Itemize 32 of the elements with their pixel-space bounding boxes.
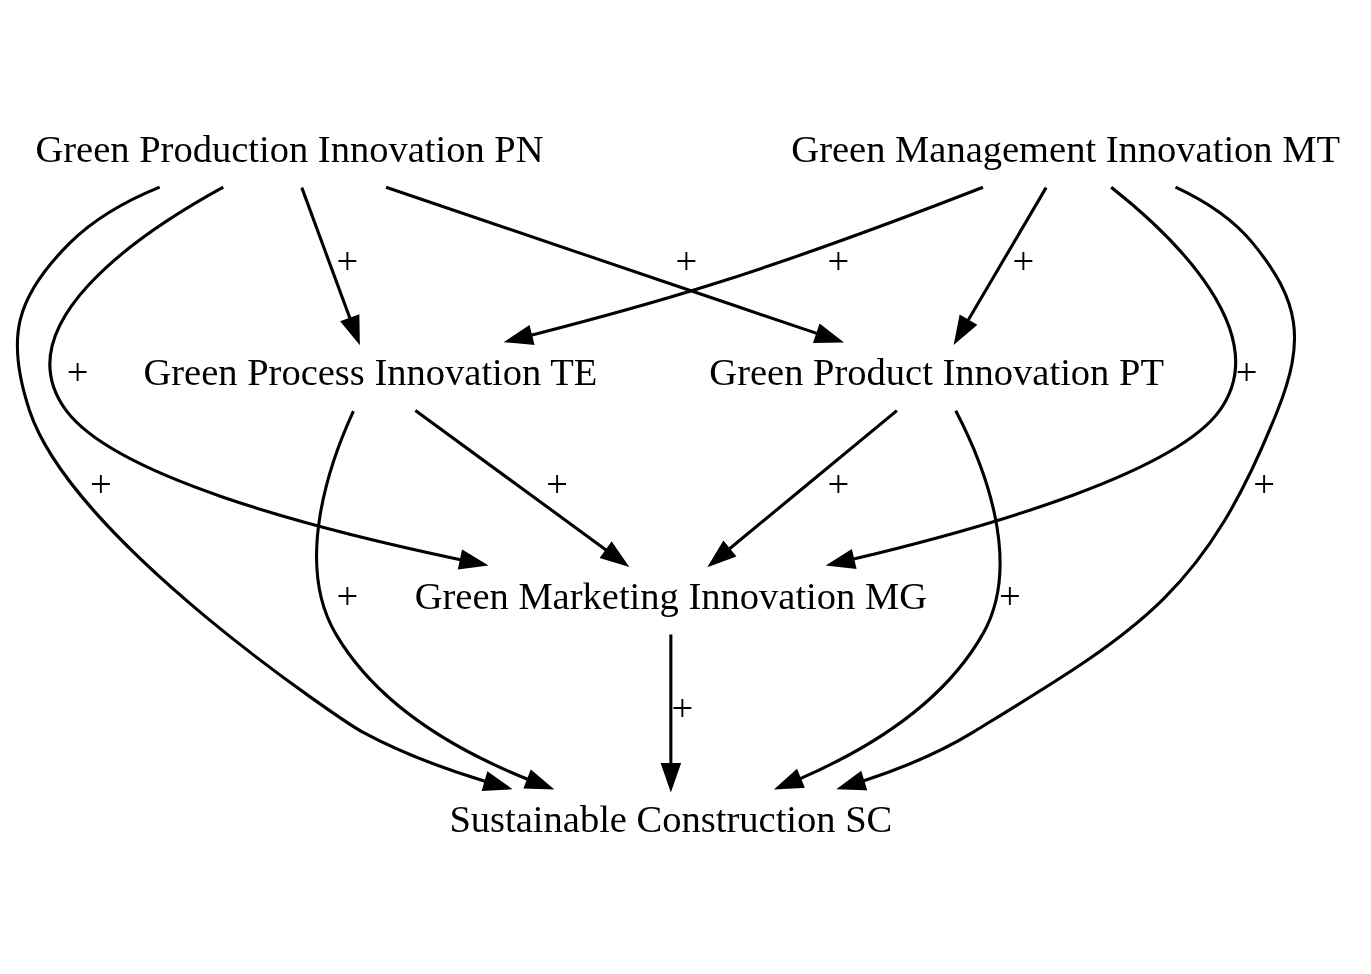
arrow: [836, 185, 1296, 790]
edge-label: +: [1253, 462, 1275, 505]
edge-label: +: [1235, 350, 1258, 393]
edge-label: +: [675, 239, 698, 282]
node-text: Sustainable Construction SC: [449, 797, 893, 840]
edge-label: +: [998, 574, 1021, 617]
arrow: [707, 408, 898, 567]
edge-label: +: [66, 350, 89, 393]
node-text: Green Product Innovation PT: [709, 350, 1164, 393]
edge-label: +: [827, 462, 850, 505]
edge-label: +: [1012, 239, 1035, 282]
edge-label: +: [336, 574, 359, 617]
node-text: Green Marketing Innovation MG: [414, 574, 928, 617]
edge-label: +: [89, 462, 112, 505]
edge-label: +: [827, 239, 850, 282]
arrow: [15, 185, 513, 791]
arrow: [773, 409, 1002, 790]
node-text: Green Process Innovation TE: [143, 350, 598, 393]
edge-label: +: [336, 239, 359, 282]
edge-label: +: [546, 462, 569, 505]
node-text: Green Production Innovation PN: [35, 127, 544, 170]
arrow: [414, 408, 630, 567]
arrow: [660, 633, 682, 792]
arrow: [48, 185, 489, 570]
edge-label: +: [671, 686, 694, 729]
arrow: [825, 185, 1237, 569]
arrow: [315, 409, 555, 789]
arrow: [300, 186, 360, 345]
arrow: [503, 185, 984, 345]
arrow: [953, 186, 1048, 345]
node-text: Green Management Innovation MT: [791, 127, 1341, 170]
arrow: [385, 185, 845, 343]
